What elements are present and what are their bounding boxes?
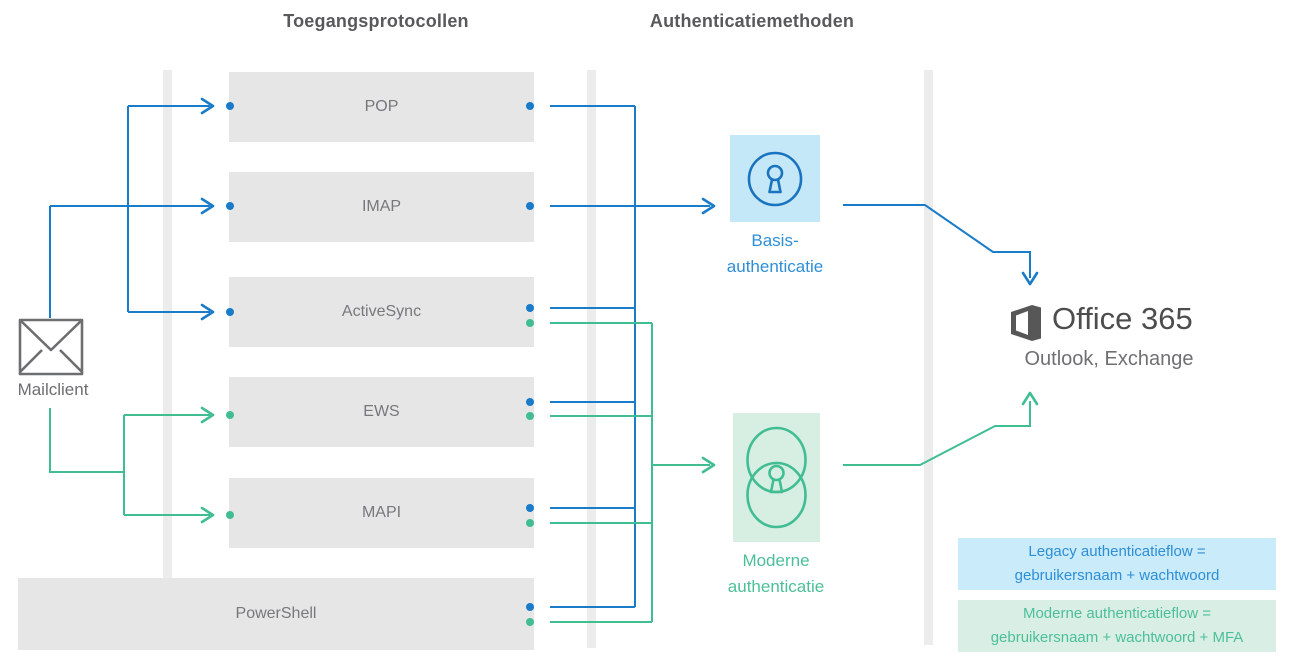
protocol-label: ActiveSync [341, 303, 422, 320]
lock-keyhole-icon [747, 151, 803, 206]
legend-modern-box: Moderne authenticatieflow = gebruikersna… [958, 600, 1276, 652]
protocol-label: POP [364, 98, 399, 115]
column-header-protocols: Toegangsprotocollen [283, 11, 469, 31]
column-divider-3 [924, 70, 933, 645]
basic-auth-label: Basis- authenticatie [726, 231, 824, 276]
modern-auth-box [733, 413, 820, 542]
blue-flow-lines [49, 105, 1031, 608]
protocol-box-activesync: ActiveSync [229, 277, 534, 347]
protocol-box-powershell: PowerShell [18, 578, 534, 650]
column-divider-2 [587, 70, 596, 648]
protocol-box-imap: IMAP [229, 172, 534, 242]
modern-auth-label: Moderne authenticatie [727, 551, 825, 596]
protocol-box-pop: POP [229, 72, 534, 142]
mailclient-label: Mailclient [17, 380, 89, 399]
basic-auth-box [730, 135, 820, 222]
mail-icon [18, 316, 86, 383]
office365-subtitle: Outlook, Exchange [1024, 348, 1194, 370]
protocol-label: IMAP [361, 198, 402, 215]
office-365-logo-icon [1008, 303, 1044, 348]
office365-title: Office 365 [1052, 301, 1193, 336]
protocol-label: EWS [363, 403, 400, 420]
legend-legacy-box: Legacy authenticatieflow = gebruikersnaa… [958, 538, 1276, 590]
protocol-box-mapi: MAPI [229, 478, 534, 548]
protocol-label: PowerShell [235, 605, 317, 622]
protocol-box-ews: EWS [229, 377, 534, 447]
column-divider-1 [163, 70, 172, 648]
column-header-authmethods: Authenticatiemethoden [649, 11, 855, 31]
protocol-label: MAPI [361, 504, 402, 521]
double-lock-keyhole-icon [746, 426, 807, 529]
